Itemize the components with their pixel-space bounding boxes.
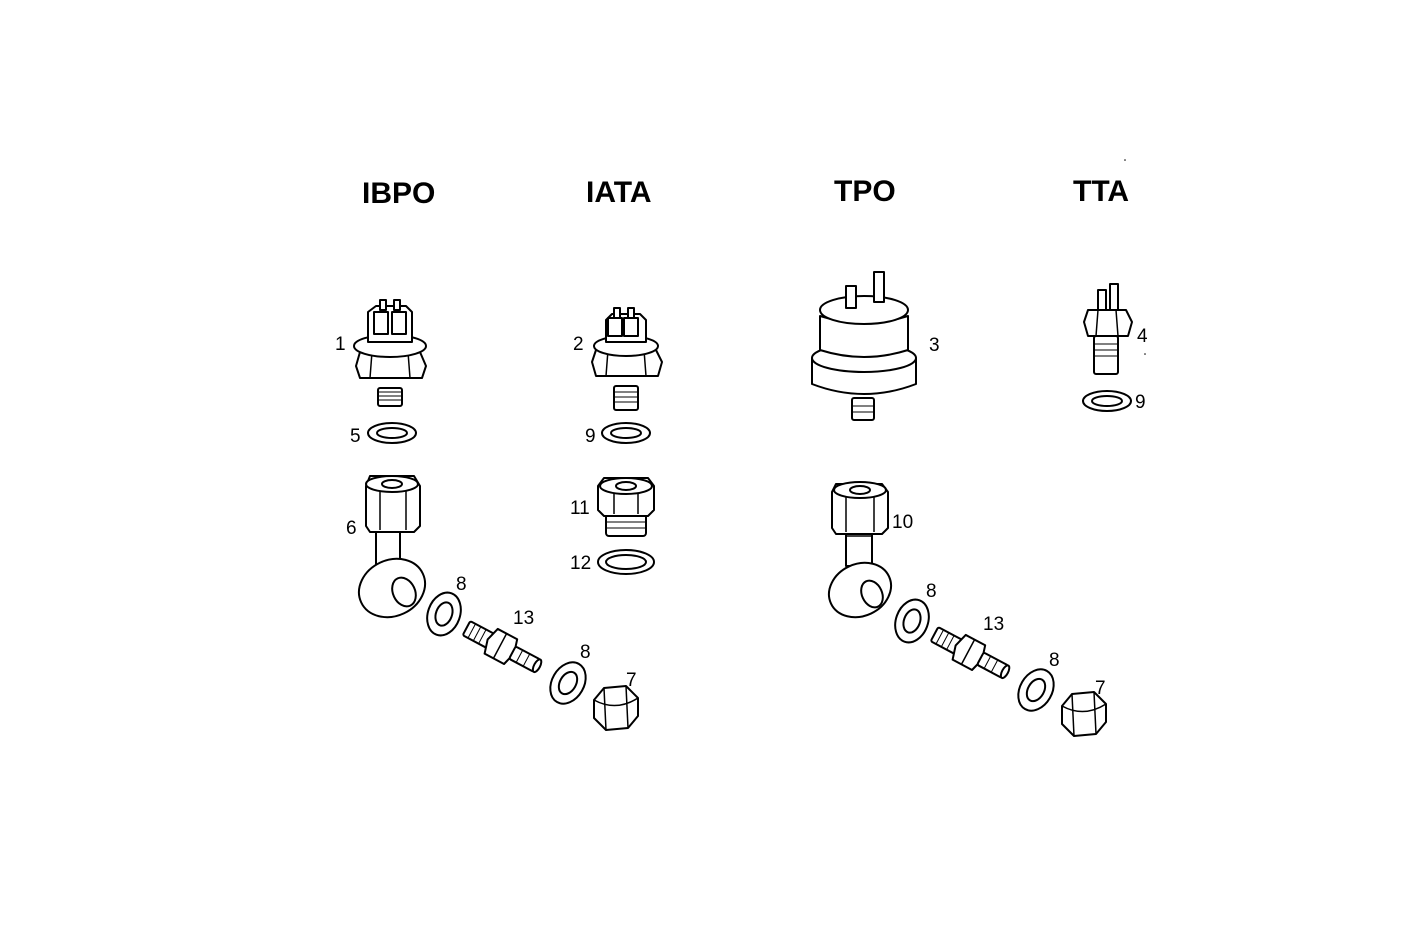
callout-2: 2 xyxy=(573,334,584,355)
callout-7b: 7 xyxy=(1095,678,1106,699)
part-11-adapter xyxy=(597,477,655,537)
part-8-washer-b xyxy=(549,661,587,705)
part-8-washer-a xyxy=(426,591,462,637)
callout-1: 1 xyxy=(335,334,346,355)
speck-dot xyxy=(1144,353,1146,355)
callout-8c: 8 xyxy=(926,581,937,602)
callout-4: 4 xyxy=(1137,326,1148,347)
part-2-temperature-switch xyxy=(591,307,663,411)
part-5-washer xyxy=(367,422,417,444)
title-tpo: TPO xyxy=(834,175,896,208)
title-iata: IATA xyxy=(586,176,652,209)
callout-13b: 13 xyxy=(983,614,1004,635)
part-13-hollow-bolt-a xyxy=(462,620,543,674)
part-4-temperature-sender xyxy=(1083,283,1133,375)
part-7-cap-nut-b xyxy=(1061,691,1107,737)
callout-11: 11 xyxy=(570,498,590,519)
title-ibpo: IBPO xyxy=(362,177,435,210)
part-10-banjo-union xyxy=(827,481,893,619)
callout-10: 10 xyxy=(892,512,913,533)
part-1-pressure-switch xyxy=(353,299,427,407)
callout-5: 5 xyxy=(350,426,361,447)
part-8-washer-d xyxy=(1017,668,1055,712)
callout-8a: 8 xyxy=(456,574,467,595)
title-tta: TTA xyxy=(1073,175,1129,208)
callout-3: 3 xyxy=(929,335,940,356)
part-9-washer-tta xyxy=(1082,390,1132,412)
part-9-washer-iata xyxy=(601,422,651,444)
callout-13a: 13 xyxy=(513,608,534,629)
callout-9a: 9 xyxy=(585,426,596,447)
callout-7a: 7 xyxy=(626,670,637,691)
part-8-washer-c xyxy=(894,598,930,644)
part-12-washer xyxy=(597,549,655,575)
part-7-cap-nut-a xyxy=(593,685,639,731)
callout-6: 6 xyxy=(346,518,357,539)
callout-8d: 8 xyxy=(1049,650,1060,671)
part-6-banjo-union xyxy=(357,475,427,619)
part-3-pressure-sender xyxy=(811,271,917,421)
callout-8b: 8 xyxy=(580,642,591,663)
speck-dot xyxy=(1124,159,1126,161)
part-13-hollow-bolt-b xyxy=(930,626,1011,680)
callout-9b: 9 xyxy=(1135,392,1146,413)
callout-12: 12 xyxy=(570,553,591,574)
